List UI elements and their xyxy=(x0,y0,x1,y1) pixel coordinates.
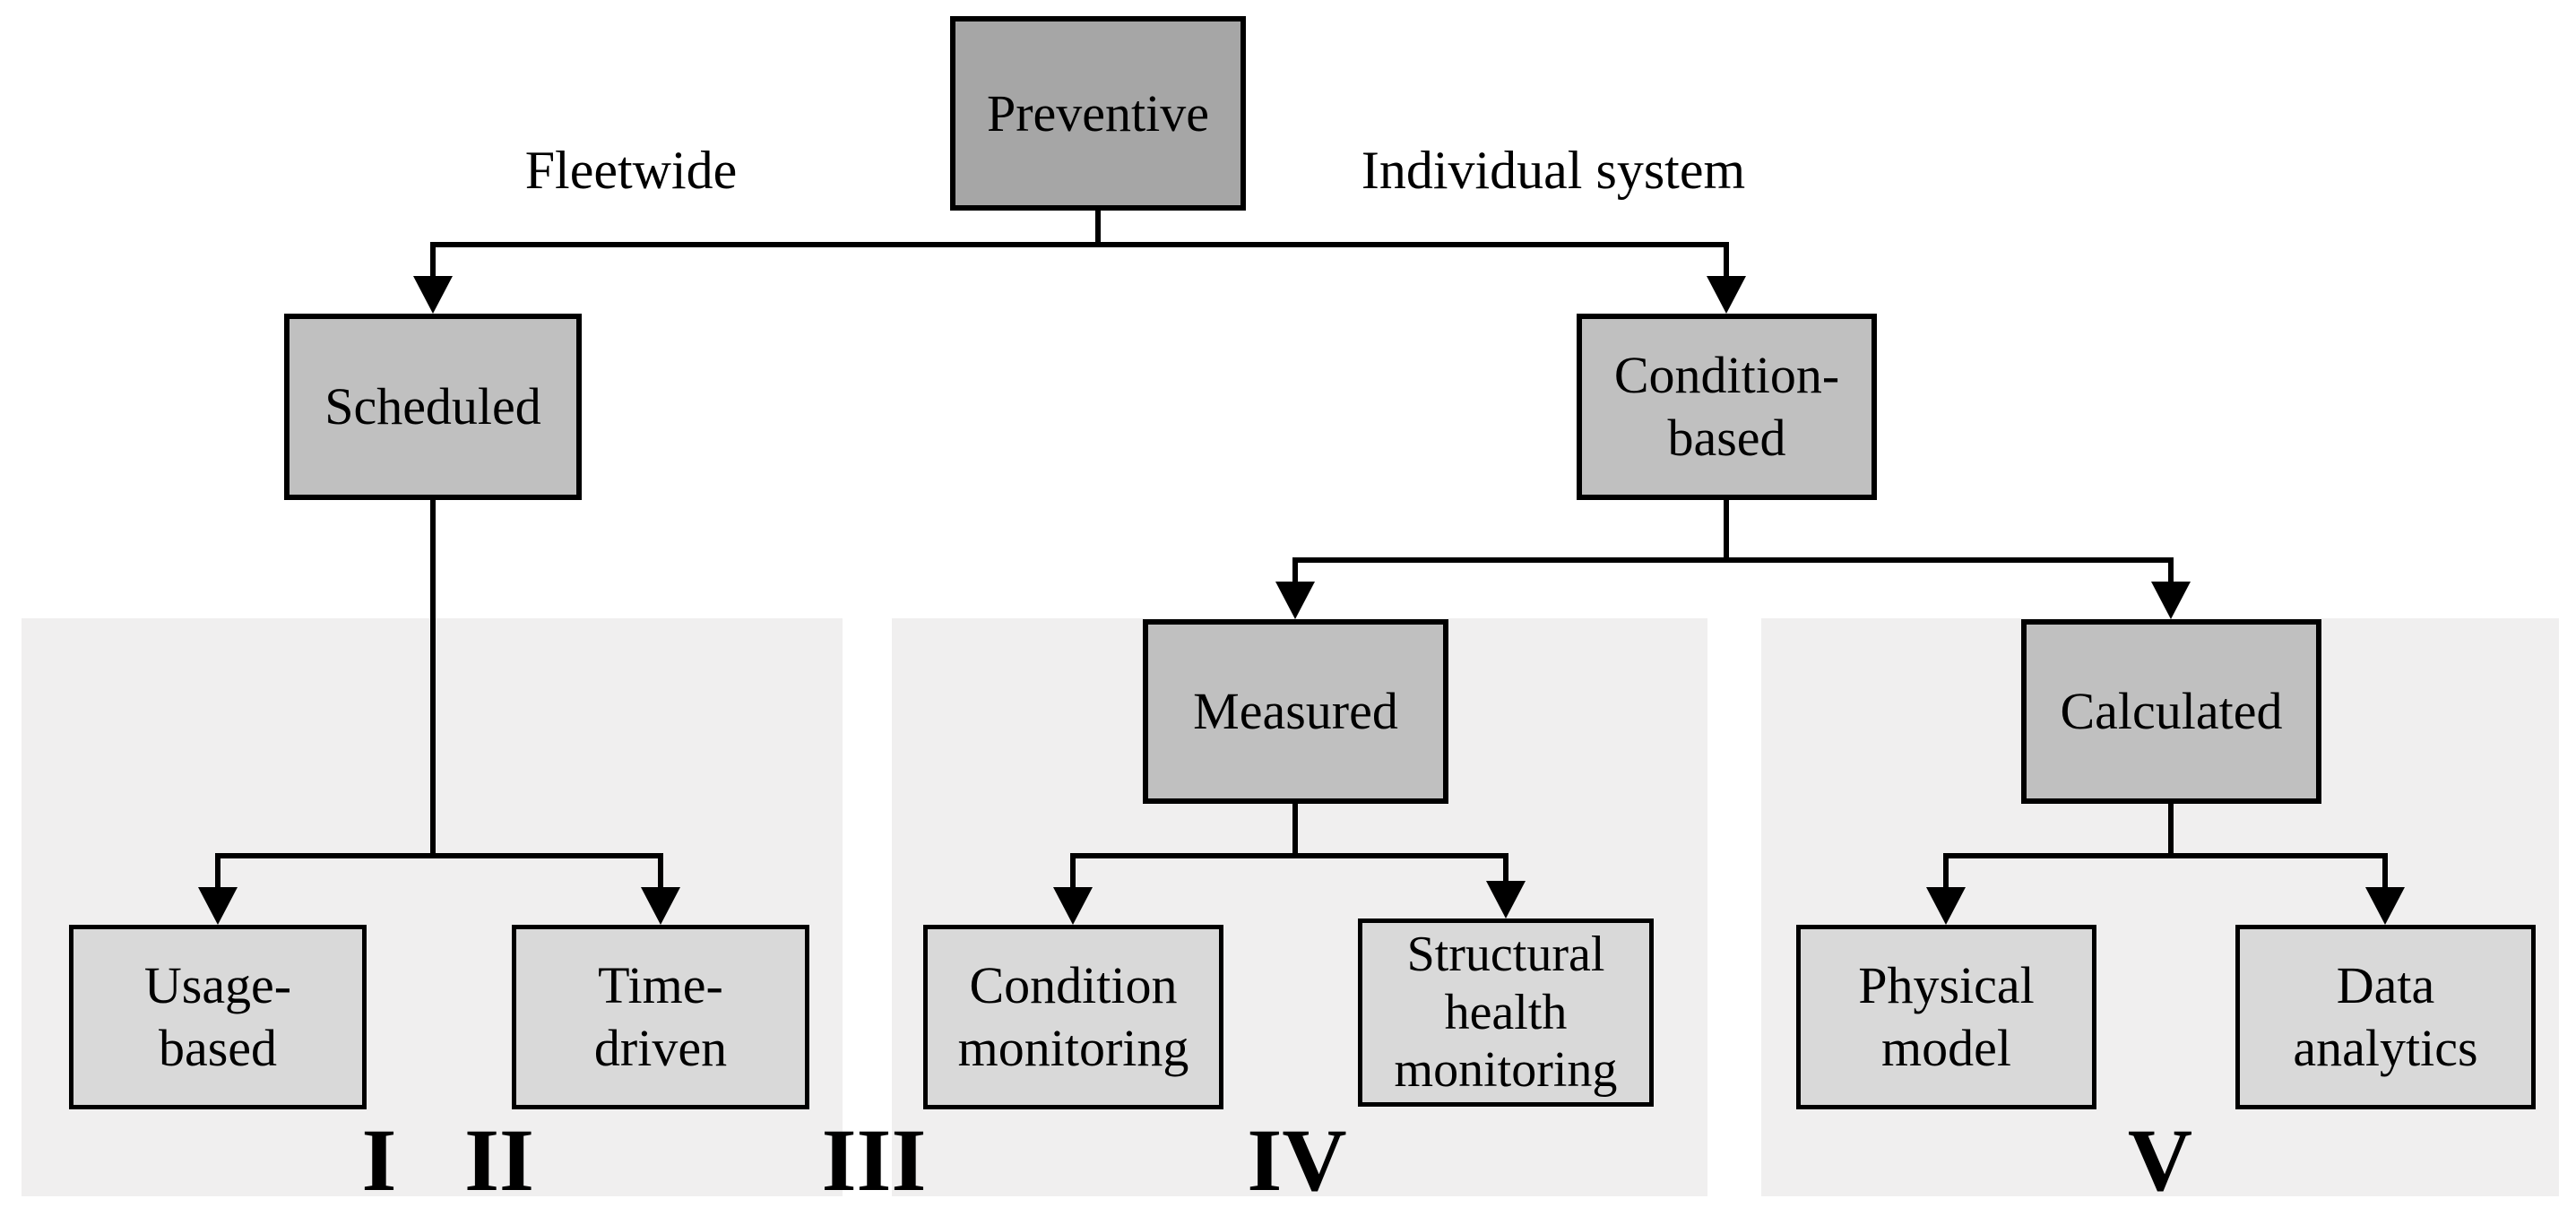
node-data-analytics: Data analytics xyxy=(2235,925,2536,1109)
group-numeral-2: II xyxy=(464,1110,534,1210)
group-numeral-4: IV xyxy=(1247,1110,1347,1210)
arrowhead-to-measured xyxy=(1275,582,1315,619)
node-scheduled: Scheduled xyxy=(284,314,582,500)
arrowhead-to-condition-based xyxy=(1707,276,1746,314)
node-measured: Measured xyxy=(1143,619,1448,804)
node-preventive: Preventive xyxy=(950,16,1246,211)
connector-calculated-split xyxy=(1943,853,2388,893)
node-usage-based: Usage- based xyxy=(69,925,367,1109)
arrowhead-to-structural-health-monitoring xyxy=(1486,881,1526,918)
arrowhead-to-condition-monitoring xyxy=(1053,887,1093,925)
connector-scheduled-split xyxy=(215,853,663,893)
arrowhead-to-calculated xyxy=(2151,582,2191,619)
arrowhead-to-data-analytics xyxy=(2365,887,2405,925)
connector-root-split xyxy=(430,242,1729,281)
group-numeral-3: III xyxy=(821,1110,927,1210)
node-condition-based: Condition- based xyxy=(1577,314,1877,500)
arrowhead-to-physical-model xyxy=(1926,887,1966,925)
arrowhead-to-usage-based xyxy=(198,887,238,925)
arrowhead-to-time-driven xyxy=(641,887,680,925)
connector-condition-based-split xyxy=(1292,557,2174,587)
group-numeral-5: V xyxy=(2127,1110,2193,1210)
branch-label-fleetwide: Fleetwide xyxy=(524,141,738,200)
node-calculated: Calculated xyxy=(2021,619,2321,804)
node-physical-model: Physical model xyxy=(1796,925,2096,1109)
connector-measured-split xyxy=(1070,853,1508,893)
node-time-driven: Time- driven xyxy=(512,925,809,1109)
group-numeral-1: I xyxy=(361,1110,397,1210)
branch-label-individual-system: Individual system xyxy=(1361,141,1746,200)
arrowhead-to-scheduled xyxy=(413,276,453,314)
node-condition-monitoring: Condition monitoring xyxy=(923,925,1223,1109)
node-structural-health-monitoring: Structural health monitoring xyxy=(1358,918,1654,1107)
